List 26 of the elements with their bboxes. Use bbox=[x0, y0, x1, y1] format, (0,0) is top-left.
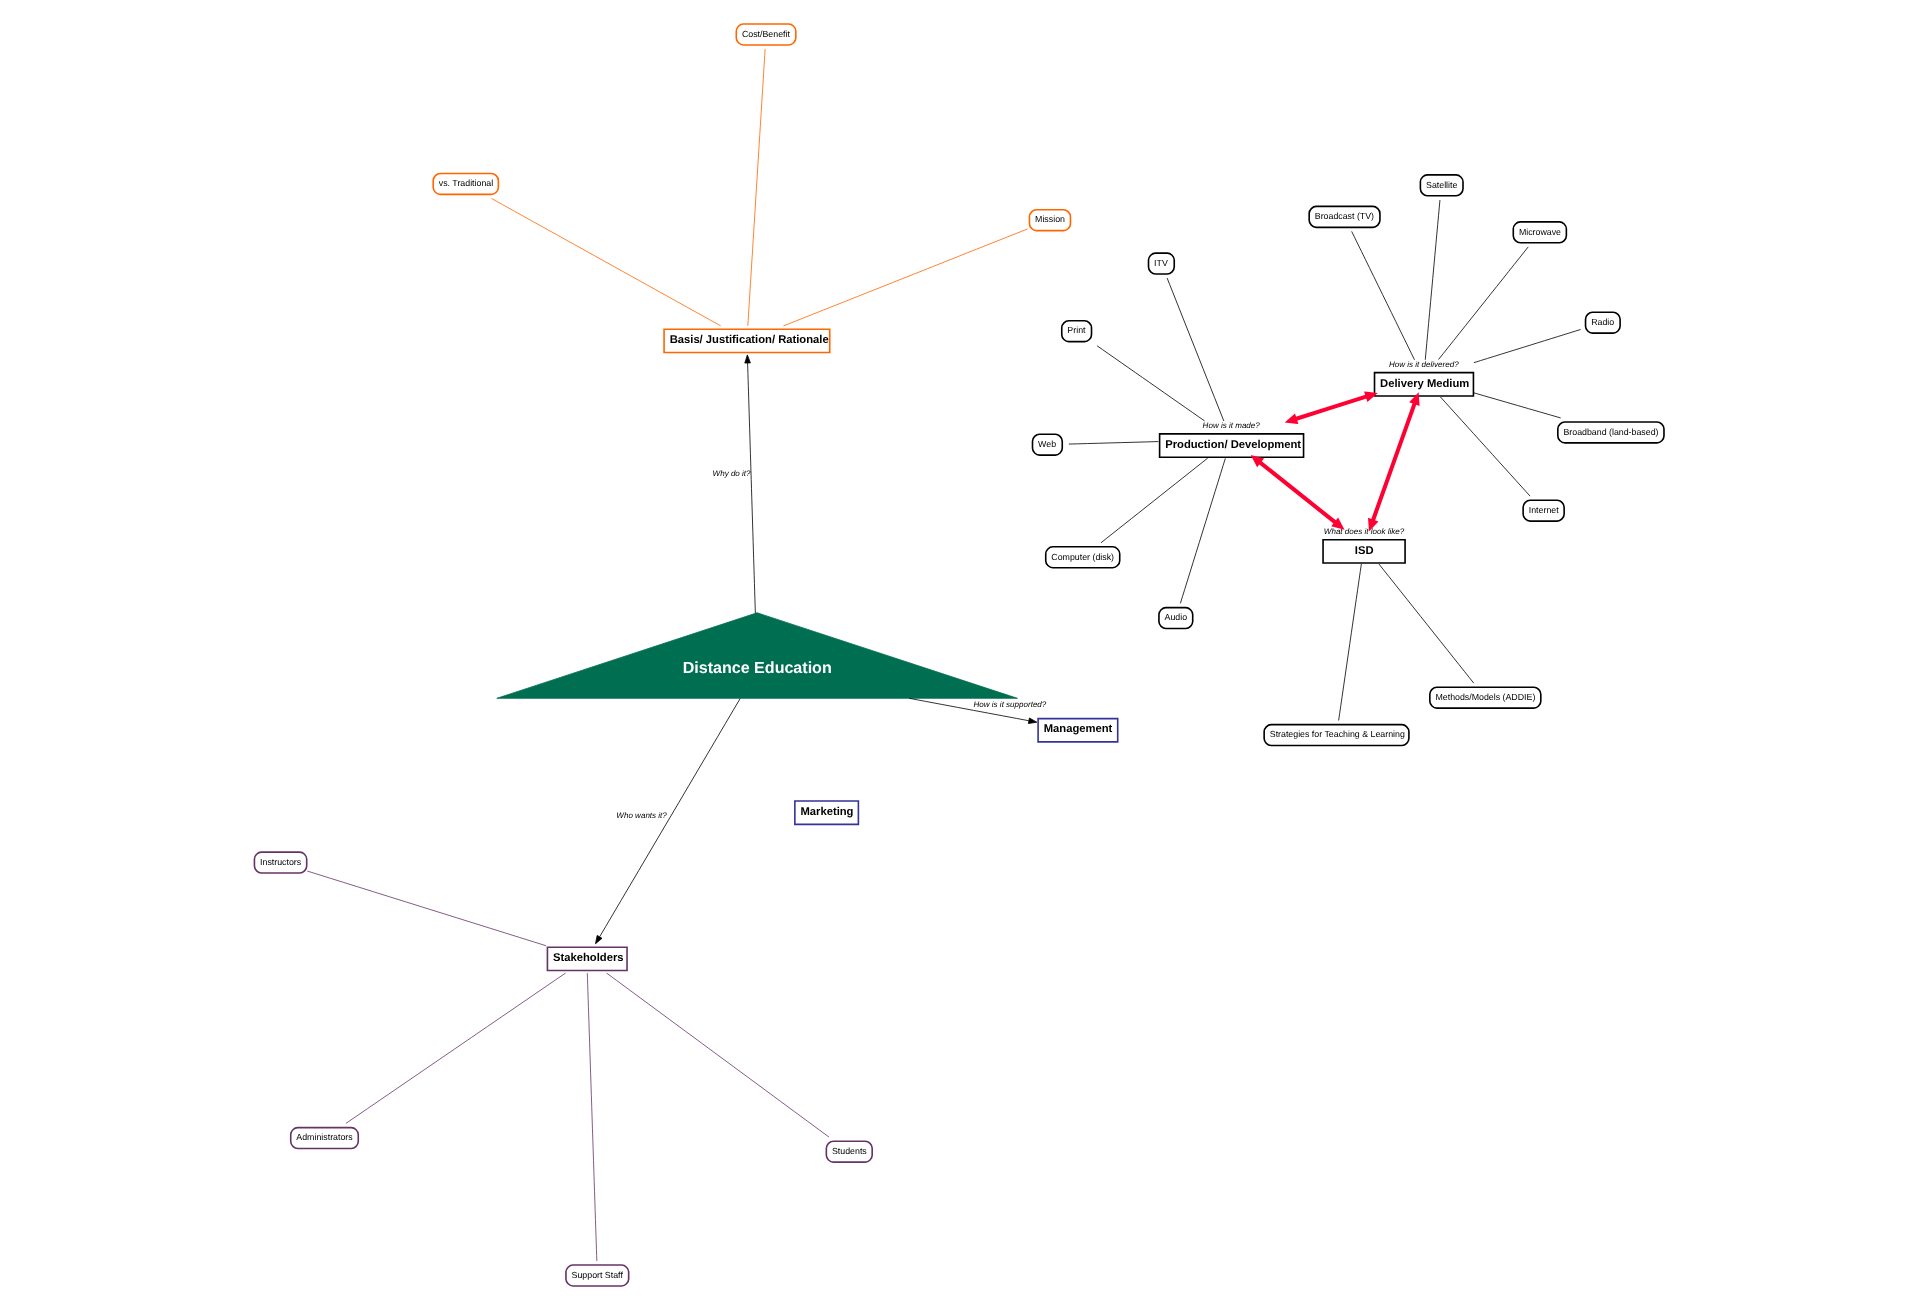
connector bbox=[1424, 199, 1441, 361]
arrow bbox=[1368, 392, 1420, 532]
connector bbox=[586, 972, 598, 1262]
connector bbox=[1473, 392, 1562, 419]
connector bbox=[1440, 396, 1531, 497]
connector bbox=[1378, 563, 1475, 684]
arrow bbox=[1284, 391, 1378, 424]
connector bbox=[747, 48, 766, 327]
arrow bbox=[744, 354, 756, 614]
connector bbox=[1068, 441, 1159, 445]
connector bbox=[1179, 457, 1226, 604]
arrow bbox=[595, 698, 741, 945]
connector bbox=[491, 198, 722, 327]
connector bbox=[1100, 457, 1209, 544]
connector bbox=[1473, 329, 1581, 364]
connector bbox=[783, 228, 1028, 327]
connector bbox=[1096, 345, 1205, 422]
arrow bbox=[908, 697, 1038, 724]
connector bbox=[1438, 246, 1529, 360]
connector bbox=[306, 870, 547, 947]
connector bbox=[1338, 563, 1362, 721]
connector bbox=[345, 972, 566, 1124]
connector bbox=[1351, 231, 1415, 361]
connector bbox=[606, 972, 830, 1138]
arrow bbox=[1250, 455, 1345, 530]
connector bbox=[1166, 277, 1225, 422]
